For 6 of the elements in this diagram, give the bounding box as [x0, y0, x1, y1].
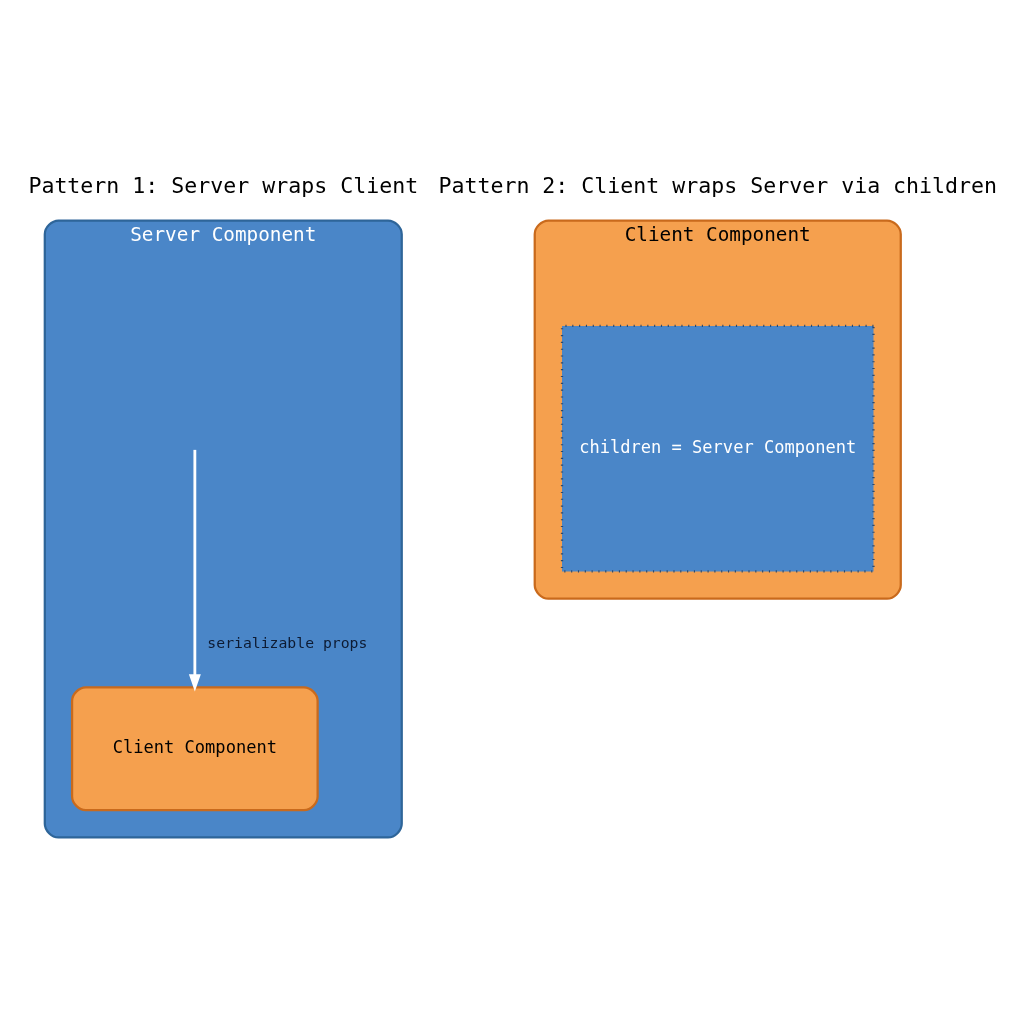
- arrow: [188, 449, 201, 691]
- node-box: Client Component: [70, 685, 319, 811]
- edge-label: serializable props: [207, 633, 368, 651]
- node-label: Pattern 1: Server wraps Client: [28, 172, 419, 198]
- node-label: Pattern 2: Client wraps Server via children: [438, 172, 998, 198]
- node-box: children = Server Component: [560, 324, 875, 573]
